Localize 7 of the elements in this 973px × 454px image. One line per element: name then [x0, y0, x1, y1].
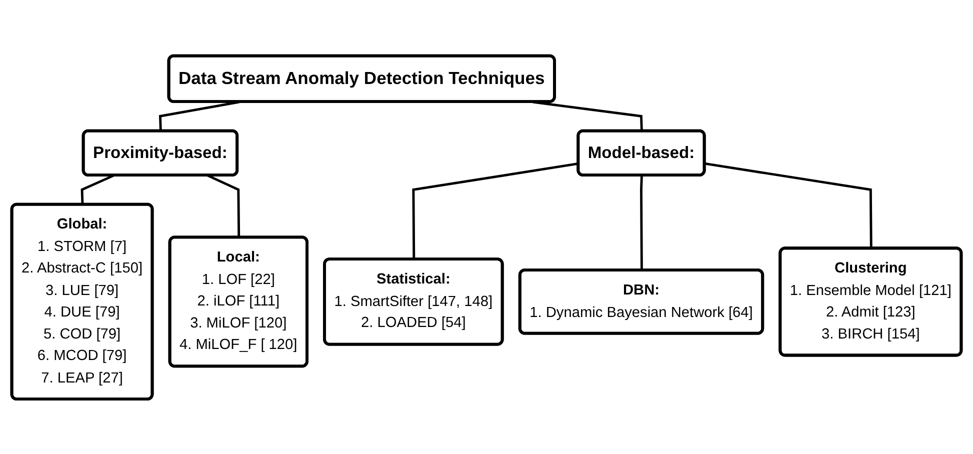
connector — [158, 100, 240, 131]
connector — [412, 162, 579, 260]
connector — [532, 100, 643, 131]
connector — [207, 174, 240, 238]
connector — [80, 174, 114, 204]
connector — [704, 162, 872, 248]
connector — [640, 175, 643, 270]
